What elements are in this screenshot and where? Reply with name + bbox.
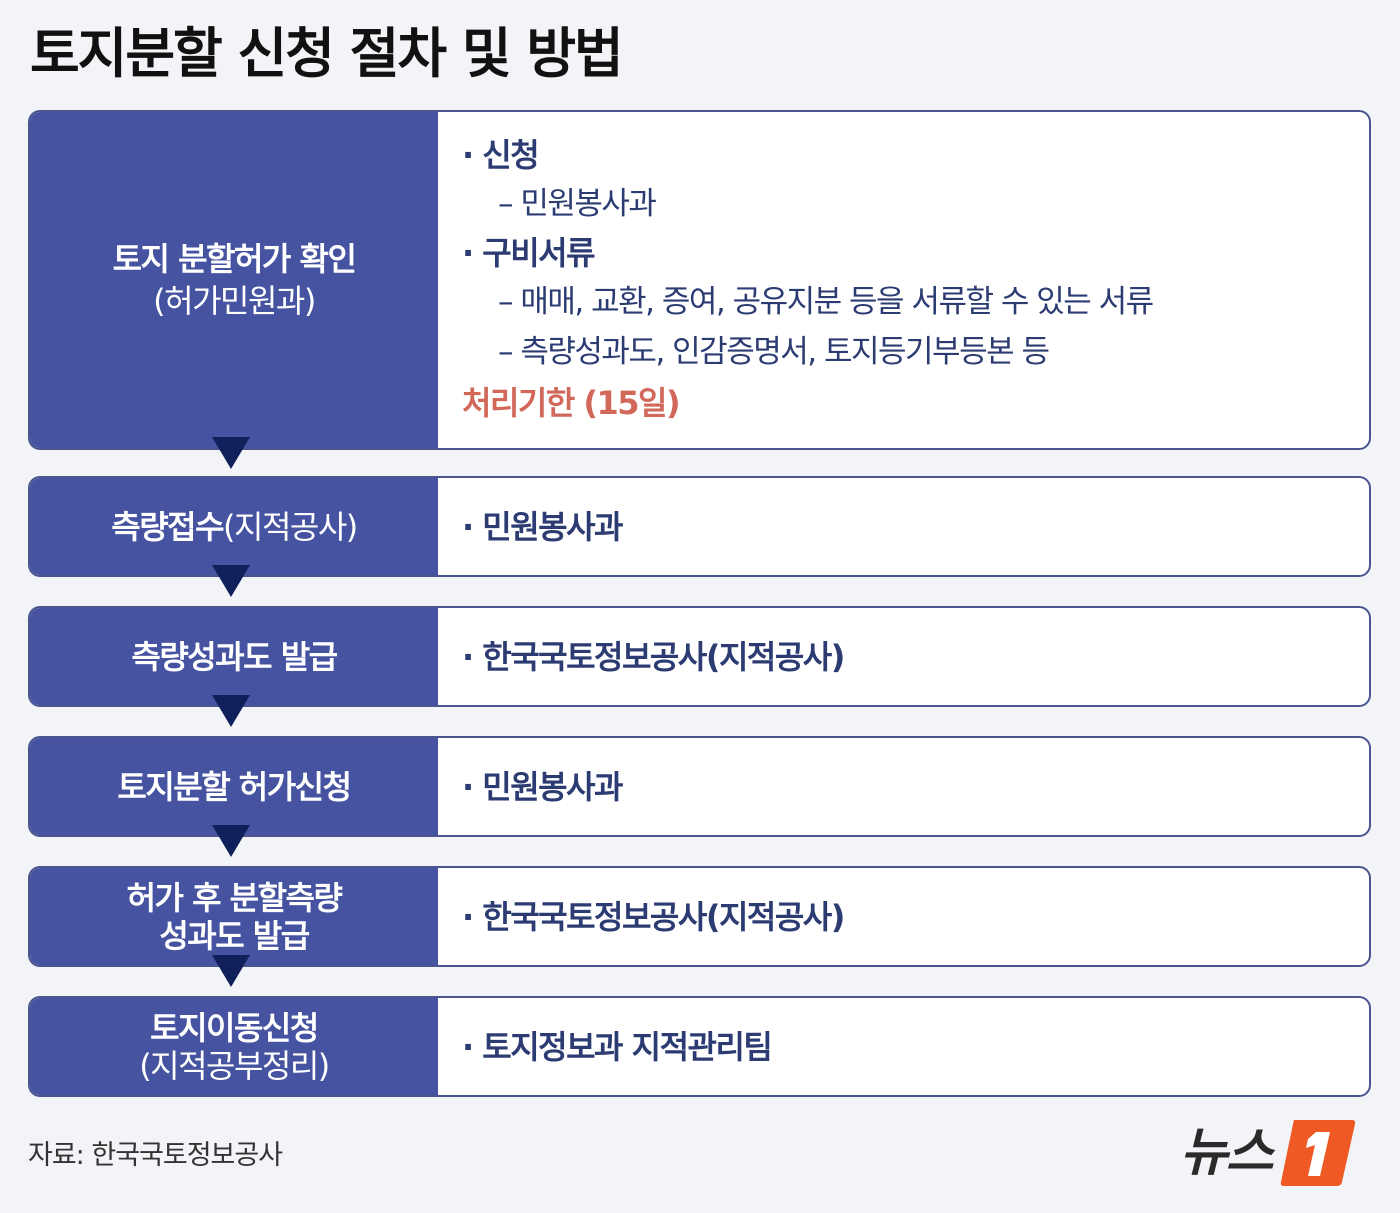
- step-survey-result-issuance: 측량성과도 발급 · 한국국토정보공사(지적공사): [28, 606, 1371, 707]
- step-survey-reception: 측량접수(지적공사) · 민원봉사과: [28, 476, 1371, 577]
- item-application-office: – 민원봉사과: [498, 186, 657, 222]
- step-details: · 한국국토정보공사(지적공사): [438, 868, 1369, 965]
- step-office: · 한국국토정보공사(지적공사): [462, 897, 845, 936]
- logo-one-mark-icon: [1280, 1120, 1355, 1186]
- step-title-line-2: 성과도 발급: [159, 916, 310, 955]
- down-arrow-icon: [212, 565, 250, 597]
- down-arrow-icon: [212, 695, 250, 727]
- logo-text: 뉴스: [1180, 1123, 1274, 1183]
- down-arrow-icon: [212, 437, 250, 469]
- step-title: 토지분할 허가신청: [117, 767, 352, 806]
- step-subtitle: (허가민원과): [153, 282, 316, 320]
- step-land-transfer-application: 토지이동신청 (지적공부정리) · 토지정보과 지적관리팀: [28, 996, 1371, 1097]
- step-details: · 민원봉사과: [438, 738, 1369, 835]
- step-office: · 민원봉사과: [462, 507, 624, 546]
- step-label: 토지이동신청 (지적공부정리): [30, 998, 438, 1095]
- step-label: 측량접수(지적공사): [30, 478, 438, 575]
- step-title: 측량접수(지적공사): [111, 506, 358, 548]
- step-division-permit-application: 토지분할 허가신청 · 민원봉사과: [28, 736, 1371, 837]
- source-note: 자료: 한국국토정보공사: [28, 1140, 283, 1171]
- item-documents-line-1: – 매매, 교환, 증여, 공유지분 등을 서류할 수 있는 서류: [498, 284, 1154, 320]
- step-office: · 민원봉사과: [462, 767, 624, 806]
- news1-logo: 뉴스: [1180, 1118, 1356, 1188]
- step-label: 측량성과도 발급: [30, 608, 438, 705]
- step-post-permit-survey-result: 허가 후 분할측량 성과도 발급 · 한국국토정보공사(지적공사): [28, 866, 1371, 967]
- step-details: · 신청 – 민원봉사과 · 구비서류 – 매매, 교환, 증여, 공유지분 등…: [438, 112, 1369, 448]
- step-label: 허가 후 분할측량 성과도 발급: [30, 868, 438, 965]
- step-details: · 토지정보과 지적관리팀: [438, 998, 1369, 1095]
- step-title: 토지이동신청: [150, 1008, 319, 1047]
- step-title: 허가 후 분할측량: [126, 878, 343, 917]
- page-title: 토지분할 신청 절차 및 방법: [30, 22, 624, 85]
- down-arrow-icon: [212, 955, 250, 987]
- step-land-division-permit-check: 토지 분할허가 확인 (허가민원과) · 신청 – 민원봉사과 · 구비서류 –…: [28, 110, 1371, 450]
- step-office: · 한국국토정보공사(지적공사): [462, 637, 845, 676]
- step-label: 토지 분할허가 확인 (허가민원과): [30, 112, 438, 448]
- step-subtitle: (지적공부정리): [139, 1046, 330, 1085]
- step-title: 토지 분할허가 확인: [112, 240, 357, 278]
- step-label: 토지분할 허가신청: [30, 738, 438, 835]
- processing-deadline: 처리기한 (15일): [462, 384, 681, 422]
- down-arrow-icon: [212, 825, 250, 857]
- step-title: 측량성과도 발급: [131, 637, 338, 676]
- step-details: · 한국국토정보공사(지적공사): [438, 608, 1369, 705]
- item-documents-line-2: – 측량성과도, 인감증명서, 토지등기부등본 등: [498, 334, 1050, 370]
- step-office: · 토지정보과 지적관리팀: [462, 1027, 773, 1066]
- item-application-heading: · 신청: [462, 136, 540, 174]
- step-title-main: 측량접수: [111, 507, 224, 546]
- step-details: · 민원봉사과: [438, 478, 1369, 575]
- step-title-sub: (지적공사): [223, 507, 358, 546]
- item-documents-heading: · 구비서류: [462, 234, 596, 272]
